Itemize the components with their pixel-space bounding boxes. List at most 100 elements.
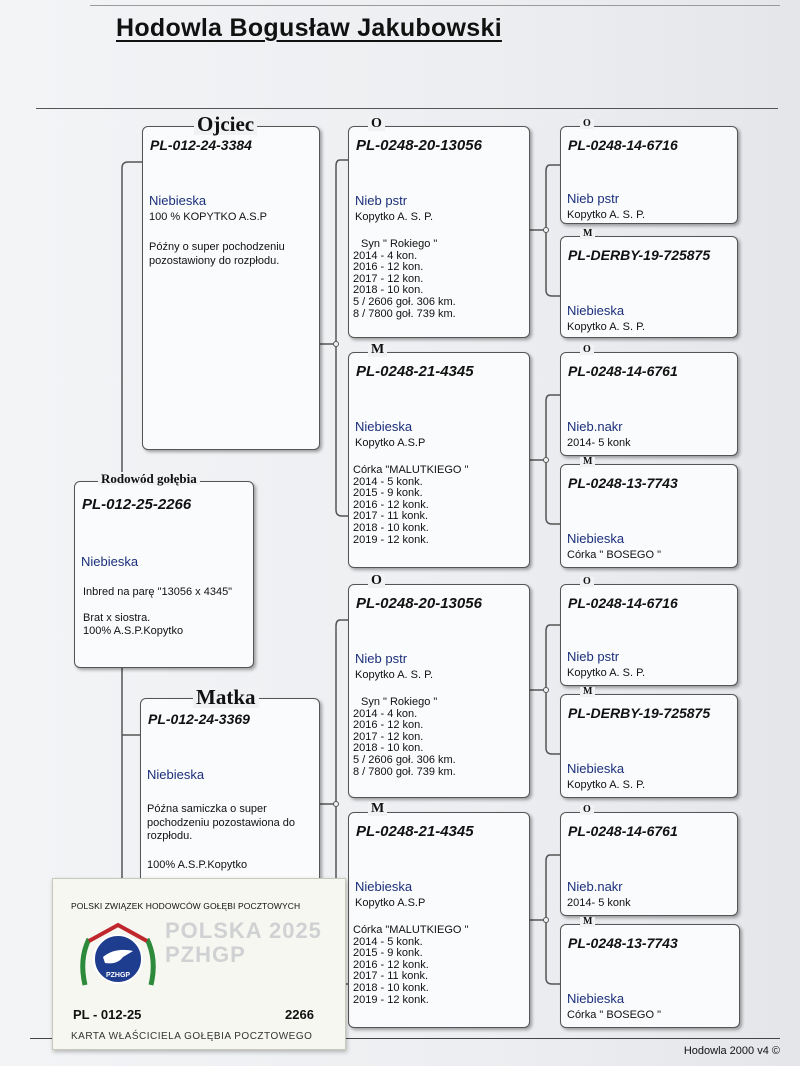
fm-stat: 2018 - 10 konk. [353,521,429,534]
pzhgp-logo-icon: PZHGP [80,922,156,986]
mm-sex-label: M [368,802,388,816]
fm-card[interactable]: PL-0248-21-4345 Niebieska Kopytko A.S.P … [348,352,530,568]
bird-card[interactable]: PL-012-25-2266 Niebieska Inbred na parę … [74,481,254,668]
ff-stat: Syn " Rokiego " [361,238,438,250]
ff-card[interactable]: PL-0248-20-13056 Nieb pstr Kopytko A. S.… [348,126,530,338]
mf-stat: 2018 - 10 kon. [353,742,424,755]
mm-stat: Córka "MALUTKIEGO " [353,924,469,936]
ff-stat: 2017 - 12 kon. [353,272,424,285]
mm-stat: 2015 - 9 konk. [353,947,423,960]
owner-card: POLSKI ZWIĄZEK HODOWCÓW GOŁĘBI POCZTOWYC… [52,878,346,1050]
fm-stat: 2019 - 12 konk. [353,533,429,546]
fmm-ring: PL-0248-13-7743 [568,475,678,491]
mmm-sex-label: M [580,917,596,927]
mmm-color: Niebieska [567,991,625,1006]
card-ring-number: 2266 [285,1007,314,1022]
card-title: KARTA WŁAŚCICIELA GOŁĘBIA POCZTOWEGO [71,1031,313,1042]
ff-stat: 2014 - 4 kon. [353,249,418,262]
page-title: Hodowla Bogusław Jakubowski [116,14,502,42]
fff-note: Kopytko A. S. P. [567,209,646,221]
mmm-card[interactable]: PL-0248-13-7743 Niebieska Córka " BOSEGO… [560,924,740,1028]
mf-stat: 5 / 2606 goł. 306 km. [353,753,456,766]
card-ring-prefix: PL - 012-25 [73,1007,142,1022]
mfm-note: Kopytko A. S. P. [567,779,646,791]
mff-note: Kopytko A. S. P. [567,667,646,679]
fmm-color: Niebieska [567,531,625,546]
ffm-color: Niebieska [567,303,625,318]
ff-stat: 5 / 2606 goł. 306 km. [353,295,456,308]
card-organization: POLSKI ZWIĄZEK HODOWCÓW GOŁĘBI POCZTOWYC… [71,901,301,911]
mm-color: Niebieska [355,879,413,894]
father-color: Niebieska [149,193,207,208]
father-card[interactable]: PL-012-24-3384 Niebieska 100 % KOPYTKO A… [142,126,320,450]
ff-ring: PL-0248-20-13056 [356,137,482,154]
mm-stat: 2018 - 10 konk. [353,981,429,994]
mmm-ring: PL-0248-13-7743 [568,935,678,951]
ff-color: Nieb pstr [355,193,408,208]
ffm-card[interactable]: PL-DERBY-19-725875 Niebieska Kopytko A. … [560,236,738,338]
mf-stat: 2014 - 4 kon. [353,707,418,720]
mm-stat: 2017 - 11 konk. [353,970,429,983]
father-breed: 100 % KOPYTKO A.S.P [149,211,267,223]
top-rule [90,5,780,6]
bird-note-sibling: Brat x siostra. [83,612,151,624]
card-watermark: POLSKA 2025 PZHGP [165,918,322,967]
mm-stat: 2019 - 12 konk. [353,993,429,1006]
mff-card[interactable]: PL-0248-14-6716 Nieb pstr Kopytko A. S. … [560,584,738,686]
mm-stats: Córka "MALUTKIEGO " 2014 - 5 konk. 2015 … [353,924,469,1006]
fmm-note: Córka " BOSEGO " [567,549,661,561]
mf-card[interactable]: PL-0248-20-13056 Nieb pstr Kopytko A. S.… [348,584,530,798]
fm-breed: Kopytko A.S.P [355,437,426,449]
fmm-sex-label: M [580,457,596,467]
mf-stat: Syn " Rokiego " [361,696,438,708]
fff-ring: PL-0248-14-6716 [568,137,678,153]
fff-sex-label: O [580,119,594,129]
ff-stat: 2018 - 10 kon. [353,284,424,297]
mff-color: Nieb pstr [567,649,620,664]
fmf-sex-label: O [580,345,594,355]
pedigree-label: Rodowód gołębia [98,472,200,485]
fm-sex-label: M [368,343,388,357]
fm-stat: 2014 - 5 konk. [353,475,423,488]
mother-color: Niebieska [147,767,205,782]
mfm-sex-label: M [580,687,596,697]
bottom-rule [30,1038,780,1039]
ff-breed: Kopytko A. S. P. [355,211,434,223]
fm-stat: 2016 - 12 konk. [353,498,429,511]
mmf-note: 2014- 5 konk [567,897,631,909]
fff-card[interactable]: PL-0248-14-6716 Nieb pstr Kopytko A. S. … [560,126,738,224]
bird-note-breed: 100% A.S.P.Kopytko [83,625,184,637]
mm-card[interactable]: PL-0248-21-4345 Niebieska Kopytko A.S.P … [348,812,530,1028]
mm-breed: Kopytko A.S.P [355,897,426,909]
mother-breed: 100% A.S.P.Kopytko [147,859,248,871]
mother-note: Późna samiczka o super pochodzeniu pozos… [147,803,296,842]
mf-sex-label: O [368,574,385,588]
fff-color: Nieb pstr [567,191,620,206]
fmf-color: Nieb.nakr [567,419,623,434]
fm-ring: PL-0248-21-4345 [356,363,474,380]
mf-breed: Kopytko A. S. P. [355,669,434,681]
father-note: Późny o super pochodzeniu pozostawiony d… [149,241,285,267]
fm-stat: 2017 - 11 konk. [353,510,429,523]
mm-ring: PL-0248-21-4345 [356,823,474,840]
mother-label: Matka [193,687,259,708]
mfm-ring: PL-DERBY-19-725875 [568,705,711,721]
mfm-card[interactable]: PL-DERBY-19-725875 Niebieska Kopytko A. … [560,694,738,798]
fm-color: Niebieska [355,419,413,434]
mff-sex-label: O [580,577,594,587]
father-ring: PL-012-24-3384 [150,137,252,153]
fmf-card[interactable]: PL-0248-14-6761 Nieb.nakr 2014- 5 konk [560,352,738,456]
ff-stats: Syn " Rokiego " 2014 - 4 kon. 2016 - 12 … [353,238,456,320]
fmf-ring: PL-0248-14-6761 [568,363,678,379]
mmf-card[interactable]: PL-0248-14-6761 Nieb.nakr 2014- 5 konk [560,812,738,916]
logo-text: PZHGP [106,972,130,979]
fmm-card[interactable]: PL-0248-13-7743 Niebieska Córka " BOSEGO… [560,464,738,568]
mfm-color: Niebieska [567,761,625,776]
mother-card[interactable]: PL-012-24-3369 Niebieska Późna samiczka … [140,698,320,888]
mm-stat: 2016 - 12 konk. [353,958,429,971]
father-label: Ojciec [194,114,258,135]
header-divider [36,108,778,109]
mm-stat: 2014 - 5 konk. [353,935,423,948]
